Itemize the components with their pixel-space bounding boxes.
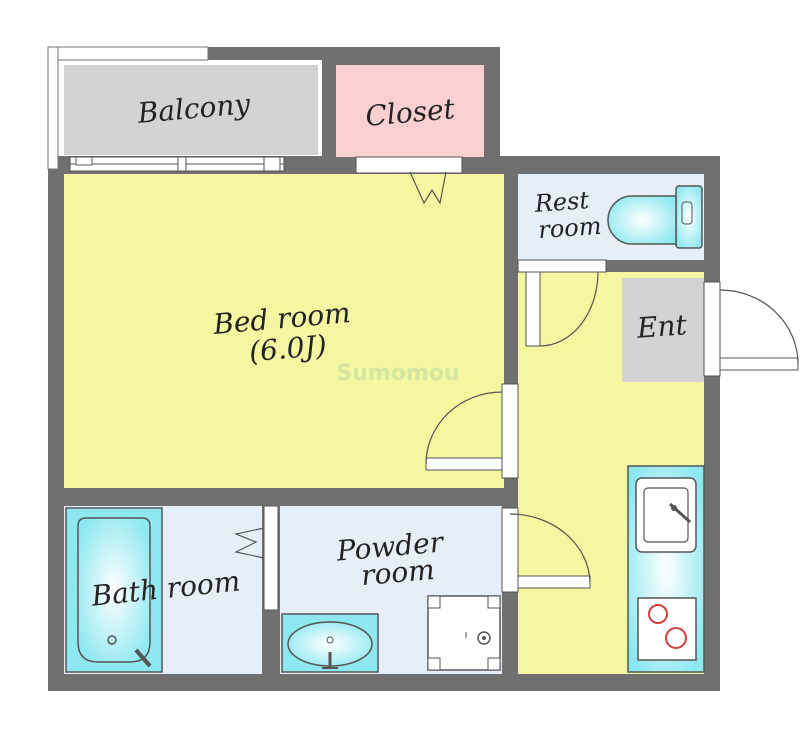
closet-folding-door <box>355 156 463 205</box>
balcony-white-edge <box>47 46 209 61</box>
bedroom-label-line2: (6.0J) <box>248 329 328 369</box>
entrance-label: Ent <box>635 308 689 345</box>
closet-label: Closet <box>364 92 457 133</box>
watermark: Sumomou <box>336 361 459 386</box>
bathtub-fixture <box>65 507 163 673</box>
balcony-floor <box>64 65 318 155</box>
bedroom-floor <box>64 174 504 488</box>
entrance-door <box>703 281 799 377</box>
restroom-label-line2: room <box>537 212 602 244</box>
entrance-floor <box>622 278 704 382</box>
powder-room-door <box>501 507 591 593</box>
restroom-label-line1: Rest <box>533 186 590 218</box>
balcony-left-edge <box>47 46 59 170</box>
balcony-sliding-window <box>69 156 285 172</box>
powder-room-label-line2: room <box>360 553 436 592</box>
bathroom-folding-door <box>233 505 279 611</box>
kitchen-counter <box>627 465 705 673</box>
toilet-fixture <box>607 185 703 249</box>
washing-machine-space <box>427 595 501 671</box>
restroom-door <box>517 259 607 347</box>
washbasin-fixture <box>281 613 379 673</box>
bedroom-door <box>425 383 519 479</box>
closet-floor <box>336 65 484 157</box>
